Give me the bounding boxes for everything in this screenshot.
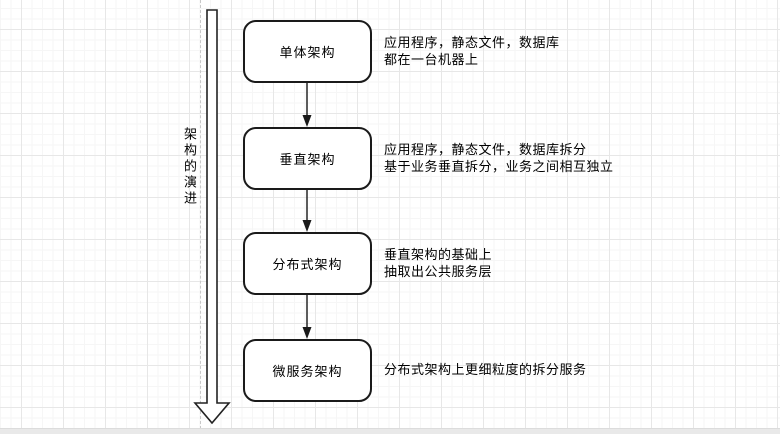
canvas-bottom-edge bbox=[0, 428, 780, 434]
node-microservice[interactable]: 微服务架构 bbox=[243, 339, 372, 402]
node-distributed-label: 分布式架构 bbox=[272, 257, 343, 272]
desc-distributed[interactable]: 垂直架构的基础上 抽取出公共服务层 bbox=[384, 247, 493, 279]
node-microservice-label: 微服务架构 bbox=[272, 364, 343, 379]
connector-arrow-2[interactable] bbox=[299, 190, 315, 232]
node-vertical[interactable]: 垂直架构 bbox=[243, 127, 372, 190]
dashed-guide-line bbox=[200, 0, 201, 434]
evolution-arrow-shape[interactable] bbox=[190, 8, 234, 428]
node-monolithic-label: 单体架构 bbox=[279, 45, 336, 60]
desc-vertical[interactable]: 应用程序，静态文件，数据库拆分 基于业务垂直拆分，业务之间相互独立 bbox=[384, 142, 614, 174]
evolution-axis-label: 架构的演进 bbox=[182, 127, 197, 207]
desc-microservice[interactable]: 分布式架构上更细粒度的拆分服务 bbox=[384, 362, 587, 377]
connector-arrow-3[interactable] bbox=[299, 295, 315, 339]
node-distributed[interactable]: 分布式架构 bbox=[243, 232, 372, 295]
node-monolithic[interactable]: 单体架构 bbox=[243, 20, 372, 83]
connector-arrow-1[interactable] bbox=[299, 83, 315, 127]
node-vertical-label: 垂直架构 bbox=[279, 152, 336, 167]
desc-monolithic[interactable]: 应用程序，静态文件，数据库 都在一台机器上 bbox=[384, 35, 560, 67]
